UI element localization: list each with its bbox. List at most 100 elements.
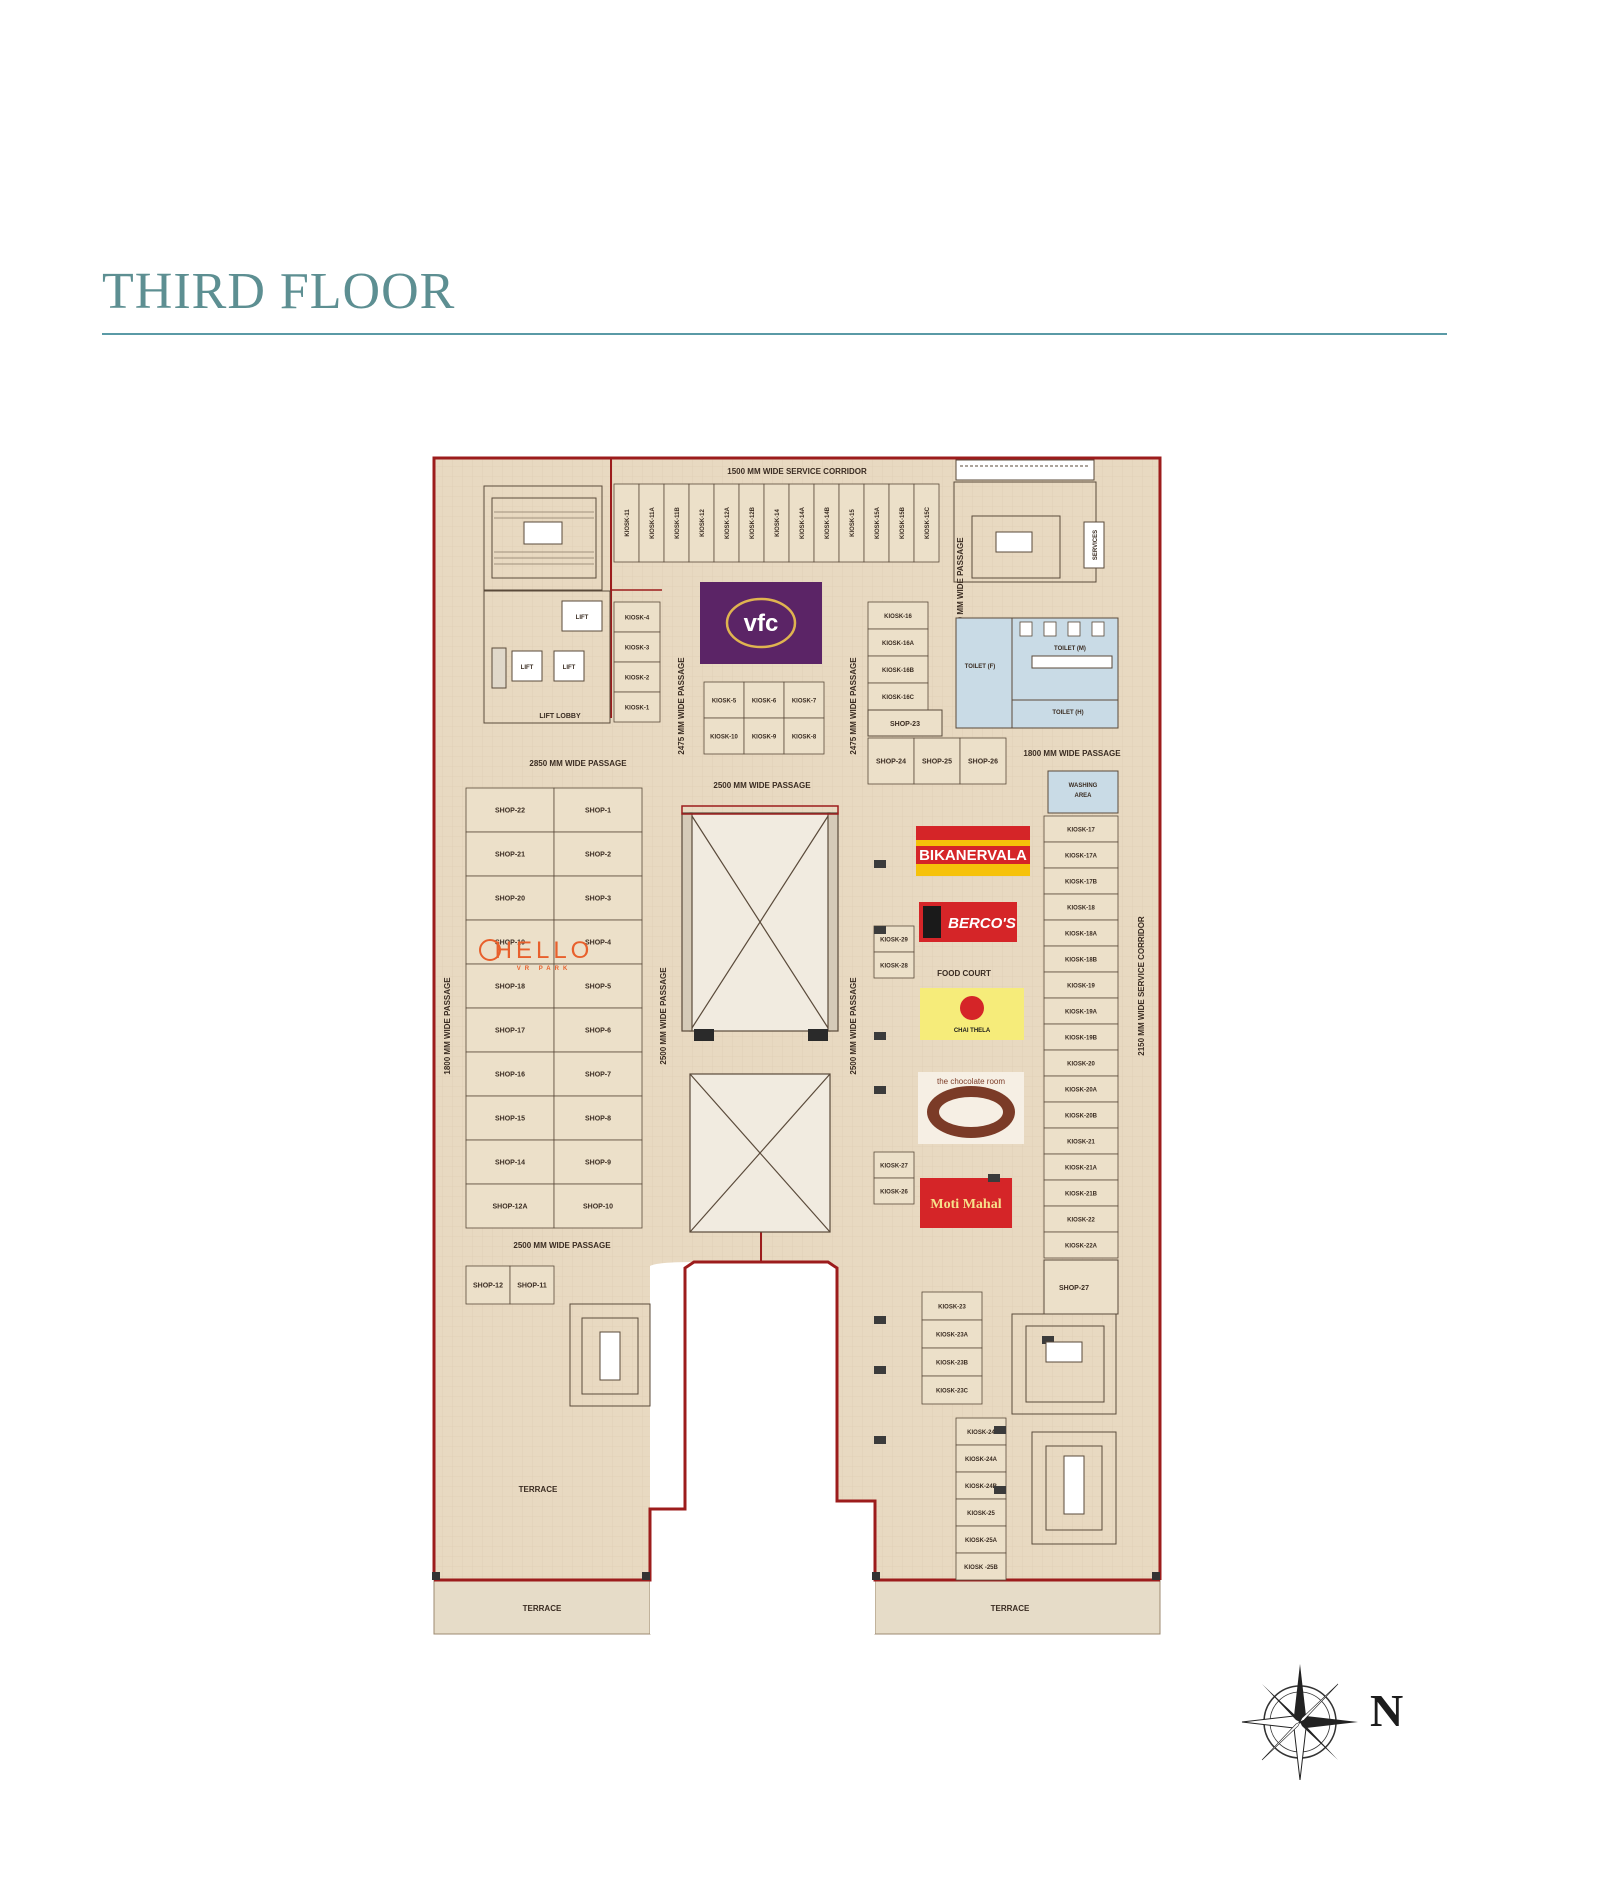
kiosk-right-15-label: KIOSK-22 (1067, 1218, 1095, 1224)
shop-23 (867, 709, 943, 737)
kiosk-top-8 (813, 483, 840, 563)
svg-text:vfc: vfc (744, 610, 779, 637)
escalator-void-top (681, 812, 839, 1032)
kiosk-left-1-label: KIOSK-3 (625, 646, 650, 652)
kiosk-top-1-label: KIOSK-11A (650, 507, 656, 539)
kiosk-right-5 (1043, 945, 1119, 973)
shop-left-2 (465, 875, 555, 921)
kiosk-right-9 (1043, 1049, 1119, 1077)
kiosk-right-7-label: KIOSK-19A (1065, 1010, 1098, 1016)
kiosk-23-3-label: KIOSK-23C (936, 1389, 969, 1395)
label-passage-1800-right: 1800 MM WIDE PASSAGE (956, 537, 965, 635)
shop-24-26-0 (867, 737, 915, 785)
label-passage-1800-top: 1800 MM WIDE PASSAGE (1023, 749, 1121, 758)
kiosk-24-group: KIOSK-24KIOSK-24AKIOSK-24BKIOSK-25KIOSK-… (955, 1417, 1007, 1581)
kiosk-right-16 (1043, 1231, 1119, 1259)
kiosk-top-9 (838, 483, 865, 563)
kiosk-right-14-label: KIOSK-21B (1065, 1192, 1098, 1198)
kiosk-center-3-label: KIOSK-10 (710, 735, 738, 741)
kiosk-center-0 (703, 681, 745, 719)
shop-bottom-0 (465, 1265, 511, 1305)
washing-area (1047, 770, 1119, 814)
shop-right-7 (553, 1095, 643, 1141)
shop-left-5-label: SHOP-17 (495, 1028, 525, 1035)
shop-right-1-label: SHOP-2 (585, 852, 611, 859)
label-passage-2475-a: 2475 MM WIDE PASSAGE (677, 657, 686, 755)
kiosk-right-16-label: KIOSK-22A (1065, 1244, 1098, 1250)
lift-1 (561, 600, 603, 632)
kiosk-right-3-label: KIOSK-18 (1067, 906, 1095, 912)
kiosk-left-3 (613, 691, 661, 723)
shop-right-8-label: SHOP-9 (585, 1160, 611, 1167)
kiosk-center-1-label: KIOSK-6 (752, 699, 777, 705)
outer-wall (432, 456, 1162, 1580)
chai-thela-logo: CHAI THELA (920, 988, 1024, 1040)
kiosk-left-2-label: KIOSK-2 (625, 676, 650, 682)
svg-text:LIFT: LIFT (563, 665, 576, 671)
shop-left-0-label: SHOP-22 (495, 808, 525, 815)
shop-right-0 (553, 787, 643, 833)
shop-left-9-label: SHOP-12A (492, 1204, 527, 1211)
shop-left-0 (465, 787, 555, 833)
shop-bottom-1-label: SHOP-11 (517, 1283, 547, 1290)
shop-right-3 (553, 919, 643, 965)
kiosk-right-14 (1043, 1179, 1119, 1207)
kiosk-top-12 (913, 483, 940, 563)
central-void (650, 1262, 875, 1634)
kiosk-23-2 (921, 1347, 983, 1377)
kiosk-24-3-label: KIOSK-25 (967, 1511, 995, 1517)
shop-right-4-label: SHOP-5 (585, 984, 611, 991)
shop-24-26-0-label: SHOP-24 (876, 759, 906, 766)
shop-left-8-label: SHOP-14 (495, 1160, 525, 1167)
kiosk-24-1 (955, 1444, 1007, 1473)
kiosk-right-9-label: KIOSK-20 (1067, 1062, 1095, 1068)
right-kiosks-column: KIOSK-17KIOSK-17AKIOSK-17BKIOSK-18KIOSK-… (1043, 815, 1119, 1259)
kiosk-16-2 (867, 655, 929, 684)
svg-text:WASHING: WASHING (1069, 783, 1098, 789)
kiosk-top-2-label: KIOSK-11B (675, 507, 681, 539)
kiosk-right-2 (1043, 867, 1119, 895)
label-passage-2475-b: 2475 MM WIDE PASSAGE (849, 657, 858, 755)
kiosk-mid-1-label: KIOSK-28 (880, 964, 908, 970)
svg-text:SERVICES: SERVICES (1093, 530, 1099, 560)
label-passage-2500-top: 2500 MM WIDE PASSAGE (713, 781, 811, 790)
chocolate-room-logo: the chocolate room (918, 1072, 1024, 1144)
kiosk-24-1-label: KIOSK-24A (965, 1457, 998, 1463)
kiosk-23-2-label: KIOSK-23B (936, 1361, 969, 1367)
kiosk-center-5 (783, 717, 825, 755)
svg-text:BIKANERVALA: BIKANERVALA (919, 847, 1027, 864)
kiosk-mid-2 (873, 1151, 915, 1179)
kiosk-left-2 (613, 661, 661, 693)
moti-mahal-logo: Moti Mahal (920, 1178, 1012, 1228)
label-food-court: FOOD COURT (937, 969, 991, 978)
label-terrace-bottom-left: TERRACE (523, 1604, 562, 1613)
kiosk-16-3-label: KIOSK-16C (882, 695, 915, 701)
kiosk-top-11-label: KIOSK-15B (900, 506, 906, 539)
page-title: THIRD FLOOR (102, 263, 456, 320)
label-passage-2850: 2850 MM WIDE PASSAGE (529, 759, 627, 768)
kiosk-right-0 (1043, 815, 1119, 843)
staircase-bottom-left (569, 1303, 651, 1407)
staircase-top-left (483, 485, 603, 591)
shop-left-7-label: SHOP-15 (495, 1116, 525, 1123)
staircase-top-right (953, 459, 1097, 583)
shop-left-1 (465, 831, 555, 877)
svg-text:CHAI THELA: CHAI THELA (954, 1028, 991, 1034)
shop-bottom-0-label: SHOP-12 (473, 1283, 503, 1290)
label-toilet-h: TOILET (H) (1052, 710, 1083, 716)
shop-right-5-label: SHOP-6 (585, 1028, 611, 1035)
bottom-shops: SHOP-12 SHOP-11 (465, 1265, 555, 1305)
kiosk-top-10-label: KIOSK-15A (875, 506, 881, 539)
kiosk-top-0-label: KIOSK-11 (625, 509, 631, 537)
kiosk-top-0 (613, 483, 640, 563)
kiosk-23-0-label: KIOSK-23 (938, 1305, 966, 1311)
floor-plan: 1500 MM WIDE SERVICE CORRIDOR 2850 MM WI… (432, 456, 1162, 1635)
kiosk-right-4-label: KIOSK-18A (1065, 932, 1098, 938)
kiosk-mid-0-label: KIOSK-29 (880, 938, 908, 944)
shop-right-9-label: SHOP-10 (583, 1204, 613, 1211)
kiosk-top-4-label: KIOSK-12A (725, 506, 731, 539)
kiosk-right-0-label: KIOSK-17 (1067, 828, 1095, 834)
